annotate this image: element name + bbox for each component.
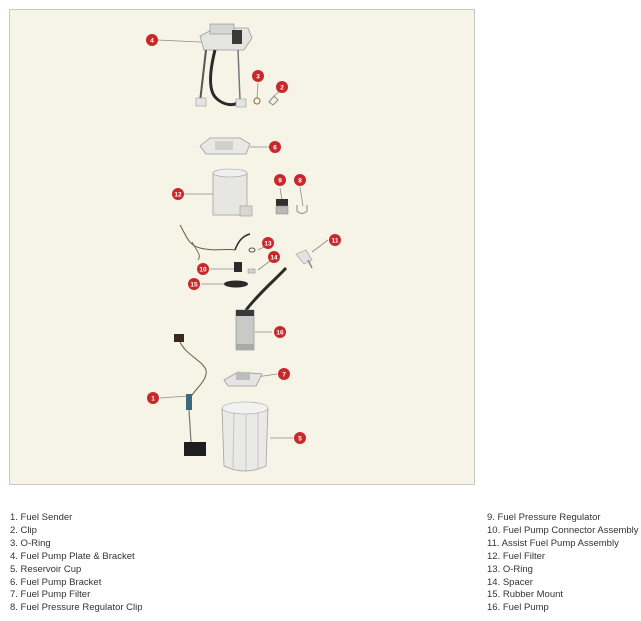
svg-text:15: 15 — [190, 281, 198, 288]
callout-7: 7 — [278, 368, 290, 380]
fuel-pump-connector-assembly-part — [179, 224, 251, 272]
fuel-pressure-regulator-part — [275, 199, 289, 215]
legend-item: 10. Fuel Pump Connector Assembly — [487, 524, 639, 536]
svg-text:1: 1 — [151, 395, 155, 402]
svg-text:8: 8 — [298, 177, 302, 184]
legend-item: 15. Rubber Mount — [487, 589, 564, 601]
spacer-part — [247, 268, 256, 274]
legend-item: 9. Fuel Pressure Regulator — [487, 512, 601, 523]
svg-text:2: 2 — [280, 84, 284, 91]
callout-1: 1 — [147, 392, 159, 404]
clip-part — [268, 95, 279, 106]
callout-8: 8 — [294, 174, 306, 186]
callout-13: 13 — [262, 237, 274, 249]
svg-text:13: 13 — [264, 240, 272, 247]
svg-text:11: 11 — [332, 237, 339, 244]
legend-item: 11. Assist Fuel Pump Assembly — [487, 537, 619, 549]
fuel-pump-filter-part — [223, 371, 263, 387]
svg-text:3: 3 — [256, 73, 260, 80]
fuel-filter-part — [212, 168, 253, 217]
legend-item: 12. Fuel Filter — [487, 550, 546, 562]
svg-text:6: 6 — [273, 144, 277, 151]
legend-item: 7. Fuel Pump Filter — [10, 589, 91, 601]
o-ring-small-part — [248, 247, 256, 253]
assist-fuel-pump-assembly-part — [295, 249, 313, 269]
legend-item: 5. Reservoir Cup — [10, 563, 82, 575]
callout-16: 16 — [274, 326, 286, 338]
legend-item: 13. O-Ring — [487, 563, 533, 575]
fuel-pressure-regulator-clip-part — [296, 205, 308, 215]
svg-text:9: 9 — [278, 177, 282, 184]
svg-text:12: 12 — [174, 191, 182, 198]
callout-4: 4 — [146, 34, 158, 46]
callout-9: 9 — [274, 174, 286, 186]
callout-5: 5 — [294, 432, 306, 444]
legend-item: 16. Fuel Pump — [487, 602, 549, 614]
callout-6: 6 — [269, 141, 281, 153]
parts-legend-left: 1. Fuel Sender 2. Clip 3. O-Ring 4. Fuel… — [10, 512, 143, 615]
fuel-pump-plate-bracket-part — [195, 23, 253, 108]
legend-item: 4. Fuel Pump Plate & Bracket — [10, 550, 135, 562]
svg-text:14: 14 — [270, 254, 278, 261]
legend-item: 14. Spacer — [487, 576, 533, 588]
rubber-mount-part — [224, 280, 248, 288]
fuel-pump-part — [235, 266, 288, 351]
parts-illustration: 4 3 2 6 12 9 8 11 13 14 10 15 16 7 1 5 — [146, 23, 341, 472]
reservoir-cup-part — [221, 401, 269, 472]
fuel-pump-bracket-part — [199, 137, 251, 155]
callout-3: 3 — [252, 70, 264, 82]
svg-text:7: 7 — [282, 371, 286, 378]
callout-10: 10 — [197, 263, 209, 275]
callout-15: 15 — [188, 278, 200, 290]
callout-2: 2 — [276, 81, 288, 93]
svg-text:16: 16 — [276, 329, 284, 336]
svg-text:10: 10 — [199, 266, 207, 273]
legend-item: 6. Fuel Pump Bracket — [10, 576, 102, 588]
o-ring-part — [253, 97, 261, 105]
parts-legend-right: 9. Fuel Pressure Regulator 10. Fuel Pump… — [487, 512, 639, 615]
svg-text:5: 5 — [298, 435, 302, 442]
legend-item: 8. Fuel Pressure Regulator Clip — [10, 602, 143, 614]
fuel-sender-part — [174, 334, 207, 456]
callout-11: 11 — [329, 234, 341, 246]
callout-14: 14 — [268, 251, 280, 263]
svg-text:4: 4 — [150, 37, 154, 44]
legend-item: 2. Clip — [10, 524, 37, 536]
legend-item: 3. O-Ring — [10, 537, 51, 549]
exploded-parts-diagram: 4 3 2 6 12 9 8 11 13 14 10 15 16 7 1 5 — [9, 9, 475, 485]
legend-item: 1. Fuel Sender — [10, 512, 73, 523]
callout-12: 12 — [172, 188, 184, 200]
